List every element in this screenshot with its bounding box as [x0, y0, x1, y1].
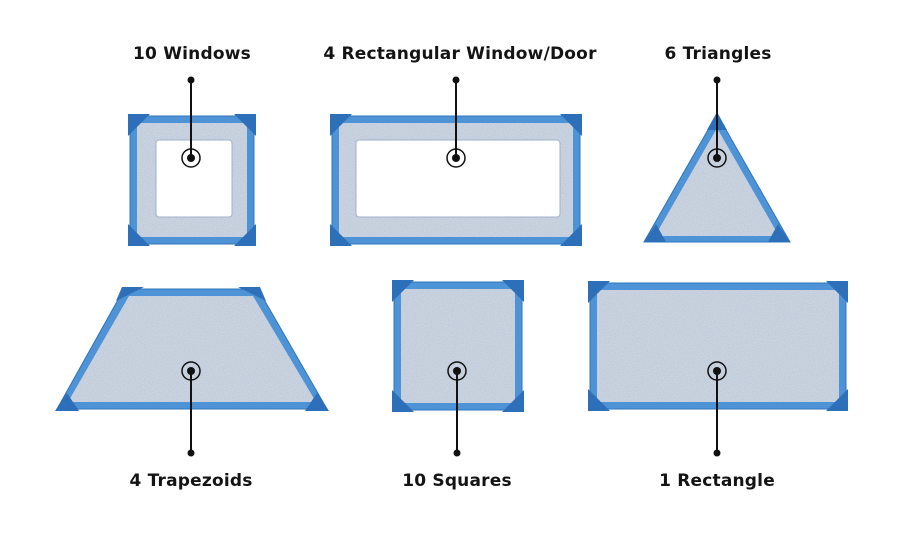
callout-rect-window-door [446, 76, 466, 168]
rectangle-corner [588, 389, 610, 411]
window-panel-corner [128, 224, 150, 246]
rectangular-window-corner [560, 114, 582, 136]
label-rect-window-door: 4 Rectangular Window/Door [323, 44, 597, 64]
trapezoid-panel [55, 287, 329, 411]
square-corner [502, 280, 524, 302]
label-rectangle: 1 Rectangle [659, 471, 775, 491]
callout-squares [447, 361, 467, 457]
square-corner [392, 390, 414, 412]
window-panel-opening [155, 139, 233, 218]
rectangle-corner [588, 281, 610, 303]
rectangular-window-corner [330, 224, 352, 246]
trapezoid-corner [305, 393, 329, 411]
label-windows: 10 Windows [133, 44, 251, 64]
triangle-corner [768, 224, 790, 242]
rectangle-corner [826, 389, 848, 411]
square-panel [392, 280, 524, 412]
rectangle-corner [826, 281, 848, 303]
window-panel [128, 114, 256, 246]
rectangular-window-panel [330, 114, 582, 246]
triangle-corner [644, 224, 666, 242]
square-corner [392, 280, 414, 302]
callout-rectangle [707, 361, 727, 457]
triangle-panel [643, 112, 791, 243]
trapezoid-corner [116, 287, 144, 301]
window-panel-corner [128, 114, 150, 136]
label-trapezoids: 4 Trapezoids [129, 471, 253, 491]
callout-windows [181, 76, 201, 168]
label-triangles: 6 Triangles [664, 44, 772, 64]
triangle-felt [655, 128, 779, 236]
rectangular-window-corner [560, 224, 582, 246]
label-squares: 10 Squares [402, 471, 512, 491]
trapezoid-corner [55, 393, 79, 411]
trapezoid-corner [238, 287, 266, 301]
window-panel-corner [234, 114, 256, 136]
rectangular-window-corner [330, 114, 352, 136]
callout-trapezoids [181, 361, 201, 457]
callout-triangles [707, 76, 727, 168]
rectangular-window-opening [355, 139, 561, 218]
trapezoid-felt [68, 296, 316, 402]
window-panel-corner [234, 224, 256, 246]
square-corner [502, 390, 524, 412]
